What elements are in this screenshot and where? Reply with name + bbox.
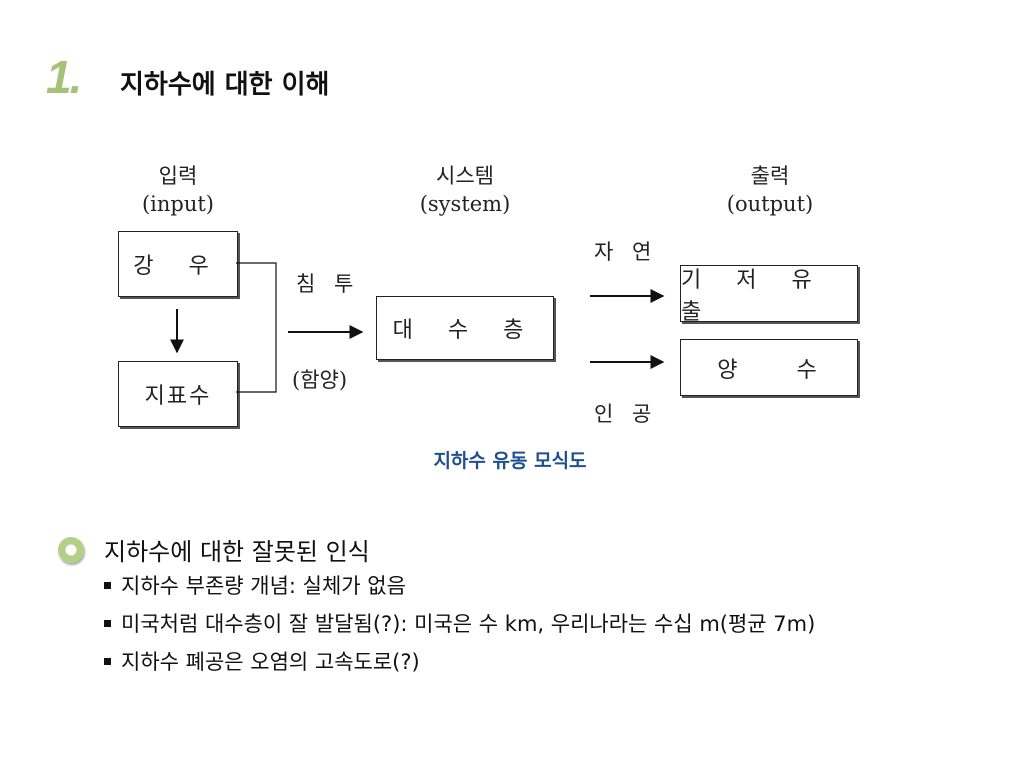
note-item-text: 미국처럼 대수층이 잘 발달됨(?): 미국은 수 km, 우리나라는 수십 m… bbox=[121, 612, 816, 636]
section-number: 1. bbox=[46, 51, 82, 103]
groundwater-flow-diagram: 입력 (input) 시스템 (system) 출력 (output) 강 우 … bbox=[118, 164, 858, 427]
square-bullet-icon bbox=[104, 581, 111, 589]
note-item: 미국처럼 대수층이 잘 발달됨(?): 미국은 수 km, 우리나라는 수십 m… bbox=[104, 608, 815, 638]
rain-label: 강 우 bbox=[133, 254, 223, 279]
natural-label: 자 연 bbox=[594, 240, 658, 264]
diagram-caption: 지하수 유동 모식도 bbox=[433, 450, 587, 472]
notes-heading-text: 지하수에 대한 잘못된 인식 bbox=[104, 538, 370, 566]
input-subtitle: (input) bbox=[141, 192, 215, 216]
recharge-label: (함양) bbox=[292, 368, 348, 392]
system-subtitle: (system) bbox=[419, 192, 511, 216]
pumping-box: 양 수 bbox=[680, 339, 858, 396]
note-item-text: 지하수 부존량 개념: 실체가 없음 bbox=[121, 574, 406, 598]
artificial-label: 인 공 bbox=[594, 402, 658, 426]
square-bullet-icon bbox=[104, 619, 111, 627]
rain-box: 강 우 bbox=[118, 231, 238, 297]
bullet-circle-icon bbox=[58, 536, 84, 563]
input-title: 입력 bbox=[158, 164, 198, 188]
note-item-text: 지하수 폐공은 오염의 고속도로(?) bbox=[121, 650, 420, 674]
pumping-label: 양 수 bbox=[717, 357, 821, 383]
baseflow-label: 기 저 유 출 bbox=[681, 267, 826, 325]
infiltration-label: 침 투 bbox=[296, 272, 360, 296]
input-bracket bbox=[236, 262, 277, 393]
page-title: 지하수에 대한 이해 bbox=[120, 70, 330, 100]
notes-heading: 지하수에 대한 잘못된 인식 bbox=[58, 532, 370, 567]
note-item: 지하수 부존량 개념: 실체가 없음 bbox=[104, 570, 406, 600]
surface-water-label: 지표수 bbox=[144, 384, 212, 409]
note-item: 지하수 폐공은 오염의 고속도로(?) bbox=[104, 646, 420, 676]
system-title: 시스템 bbox=[436, 164, 494, 188]
aquifer-label: 대 수 층 bbox=[392, 318, 538, 343]
output-title: 출력 bbox=[750, 164, 790, 188]
baseflow-box: 기 저 유 출 bbox=[680, 265, 858, 325]
aquifer-box: 대 수 층 bbox=[376, 296, 554, 360]
output-subtitle: (output) bbox=[726, 192, 814, 216]
square-bullet-icon bbox=[104, 657, 111, 665]
diagram-connectors bbox=[170, 262, 665, 393]
surface-water-box: 지표수 bbox=[118, 361, 238, 427]
